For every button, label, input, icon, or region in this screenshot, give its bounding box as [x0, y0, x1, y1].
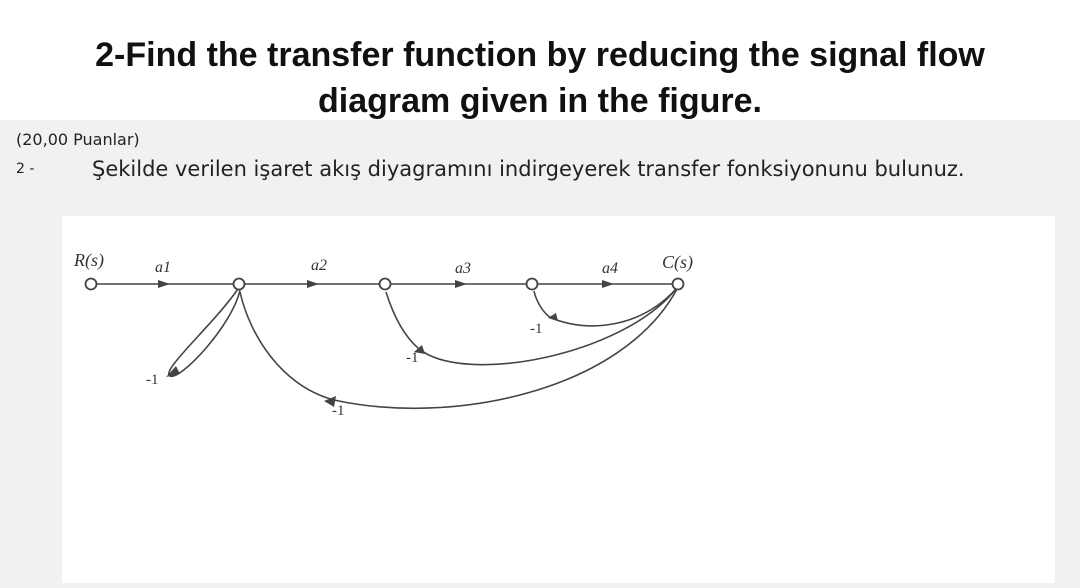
node-3 — [378, 277, 392, 291]
node-4 — [525, 277, 539, 291]
feedback-inner-gain-label: -1 — [530, 321, 543, 337]
self-loop-arrow — [166, 366, 180, 377]
input-label: R(s) — [73, 250, 104, 271]
feedback-arrow-inner — [548, 313, 558, 321]
signal-flow-diagram: R(s) C(s) a1 a2 a3 a4 -1 -1 -1 -1 — [73, 250, 693, 419]
gain-a4-label: a4 — [602, 260, 618, 277]
feedback-middle-gain-label: -1 — [406, 350, 419, 366]
feedback-arrow-outer — [324, 396, 336, 407]
node-output — [671, 277, 685, 291]
node-input — [84, 277, 98, 291]
gain-a3-label: a3 — [455, 260, 471, 277]
points-label: (20,00 Puanlar) — [16, 130, 140, 149]
feedback-outer-gain-label: -1 — [332, 403, 345, 419]
self-loop-gain-label: -1 — [146, 372, 159, 388]
question-number: 2 - — [16, 161, 35, 177]
figure-panel: R(s) C(s) a1 a2 a3 a4 -1 -1 -1 -1 — [62, 216, 1055, 583]
output-label: C(s) — [662, 252, 693, 273]
arrow-a1 — [158, 280, 170, 288]
feedback-branch-middle — [385, 288, 677, 366]
header-banner: 2-Find the transfer function by reducing… — [0, 0, 1080, 120]
feedback-arrow-middle — [414, 345, 425, 354]
arrow-a4 — [602, 280, 614, 288]
arrow-a3 — [455, 280, 467, 288]
feedback-branch-outer — [239, 288, 678, 409]
question-text: Şekilde verilen işaret akış diyagramını … — [92, 157, 965, 181]
gain-a1-label: a1 — [155, 259, 171, 276]
self-loop-branch — [167, 288, 241, 377]
arrow-a2 — [307, 280, 319, 288]
gain-a2-label: a2 — [311, 257, 327, 274]
node-2 — [232, 277, 246, 291]
page-title: 2-Find the transfer function by reducing… — [95, 36, 985, 120]
feedback-branch-inner — [533, 288, 677, 327]
